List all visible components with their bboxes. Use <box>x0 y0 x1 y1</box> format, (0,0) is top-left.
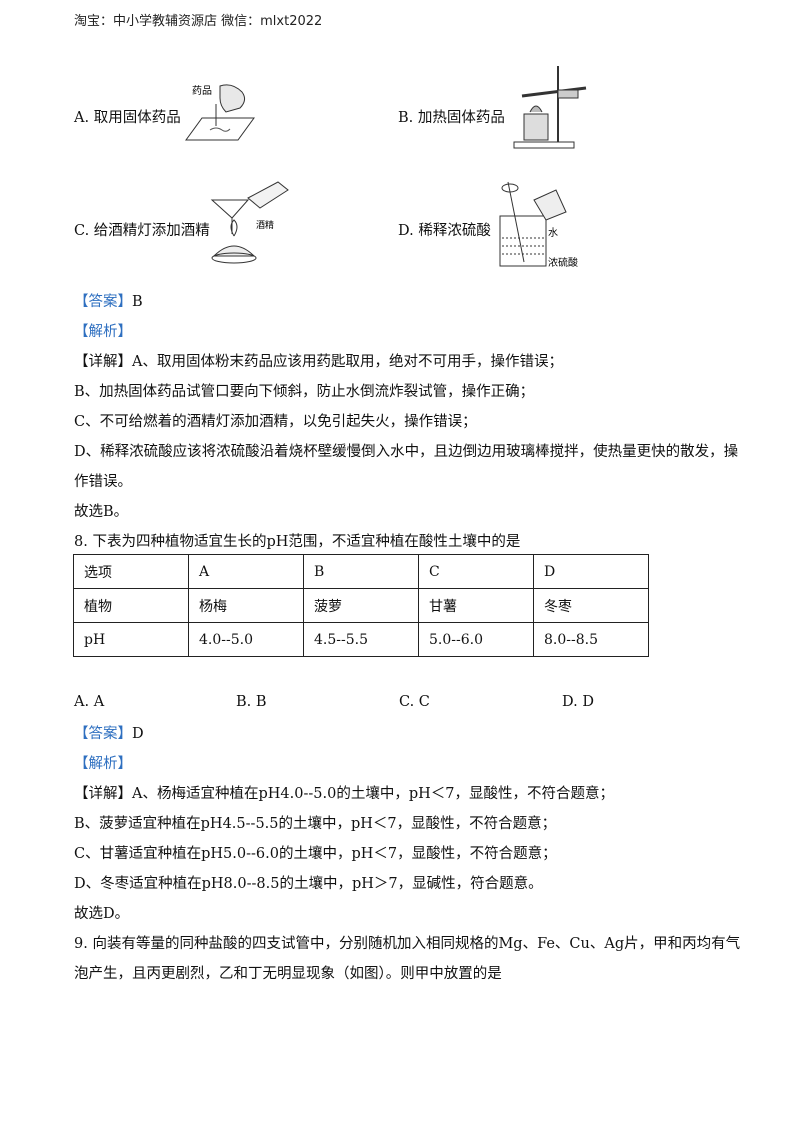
q9-stem-line-2: 泡产生，且丙更剧烈，乙和丁无明显现象（如图）。则甲中放置的是 <box>74 966 502 982</box>
table-row: 选项 A B C D <box>73 554 649 589</box>
option-b-letter: B. <box>398 110 414 126</box>
option-d-text: 稀释浓硫酸 <box>418 223 491 239</box>
option-c-letter: C. <box>74 223 90 239</box>
option-a: A. 取用固体药品 <box>74 106 181 127</box>
table-cell: 植物 <box>73 588 189 623</box>
fig-add-alcohol: 酒精 <box>210 181 289 264</box>
fig-dilute-acid: 水 浓硫酸 <box>499 181 578 269</box>
detail-tag: 【详解】 <box>74 786 132 802</box>
q8-line-b: B、菠萝适宜种植在pH4.5--5.5的土壤中，pH＜7，显酸性，不符合题意； <box>74 816 557 832</box>
table-row: 植物 杨梅 菠萝 甘薯 冬枣 <box>73 588 649 623</box>
q8-conclusion: 故选D。 <box>74 906 130 922</box>
option-a-text: 取用固体药品 <box>93 110 181 126</box>
fig-label-drug: 药品 <box>192 85 212 97</box>
option-b: B. 加热固体药品 <box>398 106 505 127</box>
table-cell: 4.0--5.0 <box>188 622 304 657</box>
answer-tag: 【答案】 <box>74 726 132 742</box>
q8-choice-a: A. A <box>74 694 105 710</box>
detail-text: A、取用固体粉末药品应该用药匙取用，绝对不可用手，操作错误； <box>132 354 563 370</box>
option-c: C. 给酒精灯添加酒精 <box>74 219 210 240</box>
option-d: D. 稀释浓硫酸 <box>398 219 491 240</box>
q8-choice-d: D. D <box>562 694 594 710</box>
q7-line-b: B、加热固体药品试管口要向下倾斜，防止水倒流炸裂试管，操作正确； <box>74 384 535 400</box>
q7-line-d-cont: 作错误。 <box>74 474 132 490</box>
answer-tag: 【答案】 <box>74 294 132 310</box>
fig-label-acid: 浓硫酸 <box>548 256 578 269</box>
fig-label-alcohol: 酒精 <box>256 219 274 231</box>
q8-detail-line: 【详解】A、杨梅适宜种植在pH4.0--5.0的土壤中，pH＜7，显酸性，不符合… <box>74 782 614 803</box>
answer-value: B <box>132 294 143 310</box>
table-cell: 甘薯 <box>418 588 534 623</box>
table-cell: pH <box>73 622 189 657</box>
fig-label-water: 水 <box>548 227 558 239</box>
q7-line-c: C、不可给燃着的酒精灯添加酒精，以免引起失火，操作错误； <box>74 414 477 430</box>
table-row: pH 4.0--5.0 4.5--5.5 5.0--6.0 8.0--8.5 <box>73 622 649 657</box>
q7-line-d: D、稀释浓硫酸应该将浓硫酸沿着烧杯壁缓慢倒入水中，且边倒边用玻璃棒搅拌，使热量更… <box>74 444 739 460</box>
q8-answer: 【答案】D <box>74 722 144 743</box>
q8-choice-b: B. B <box>236 694 267 710</box>
q8-line-c: C、甘薯适宜种植在pH5.0--6.0的土壤中，pH＜7，显酸性，不符合题意； <box>74 846 557 862</box>
option-b-text: 加热固体药品 <box>417 110 505 126</box>
option-c-text: 给酒精灯添加酒精 <box>93 223 210 239</box>
q7-conclusion: 故选B。 <box>74 504 129 520</box>
table-cell: D <box>533 554 649 589</box>
detail-tag: 【详解】 <box>74 354 132 370</box>
detail-text: A、杨梅适宜种植在pH4.0--5.0的土壤中，pH＜7，显酸性，不符合题意； <box>132 786 614 802</box>
table-cell: A <box>188 554 304 589</box>
answer-value: D <box>132 726 144 742</box>
q7-answer: 【答案】B <box>74 290 143 311</box>
page-header: 淘宝：中小学教辅资源店 微信：mlxt2022 <box>74 14 323 29</box>
table-cell: 4.5--5.5 <box>303 622 419 657</box>
q8-line-d: D、冬枣适宜种植在pH8.0--8.5的土壤中，pH＞7，显碱性，符合题意。 <box>74 876 543 892</box>
fig-heat-solid <box>513 66 587 149</box>
q7-detail-line: 【详解】A、取用固体粉末药品应该用药匙取用，绝对不可用手，操作错误； <box>74 350 563 371</box>
table-cell: 选项 <box>73 554 189 589</box>
table-cell: 8.0--8.5 <box>533 622 649 657</box>
table-cell: B <box>303 554 419 589</box>
table-cell: 冬枣 <box>533 588 649 623</box>
q8-choice-c: C. C <box>399 694 430 710</box>
ph-table: 选项 A B C D 植物 杨梅 菠萝 甘薯 冬枣 pH 4.0--5.0 4.… <box>73 554 649 657</box>
option-a-letter: A. <box>74 110 90 126</box>
table-cell: 5.0--6.0 <box>418 622 534 657</box>
q8-stem: 8. 下表为四种植物适宜生长的pH范围，不适宜种植在酸性土壤中的是 <box>74 534 521 550</box>
table-cell: 菠萝 <box>303 588 419 623</box>
q9-stem-line-1: 9. 向装有等量的同种盐酸的四支试管中，分别随机加入相同规格的Mg、Fe、Cu、… <box>74 936 741 952</box>
table-cell: 杨梅 <box>188 588 304 623</box>
fig-take-solid: 药品 <box>185 84 255 141</box>
q8-analysis-tag: 【解析】 <box>74 756 132 772</box>
q7-analysis-tag: 【解析】 <box>74 324 132 340</box>
table-cell: C <box>418 554 534 589</box>
option-d-letter: D. <box>398 223 414 239</box>
